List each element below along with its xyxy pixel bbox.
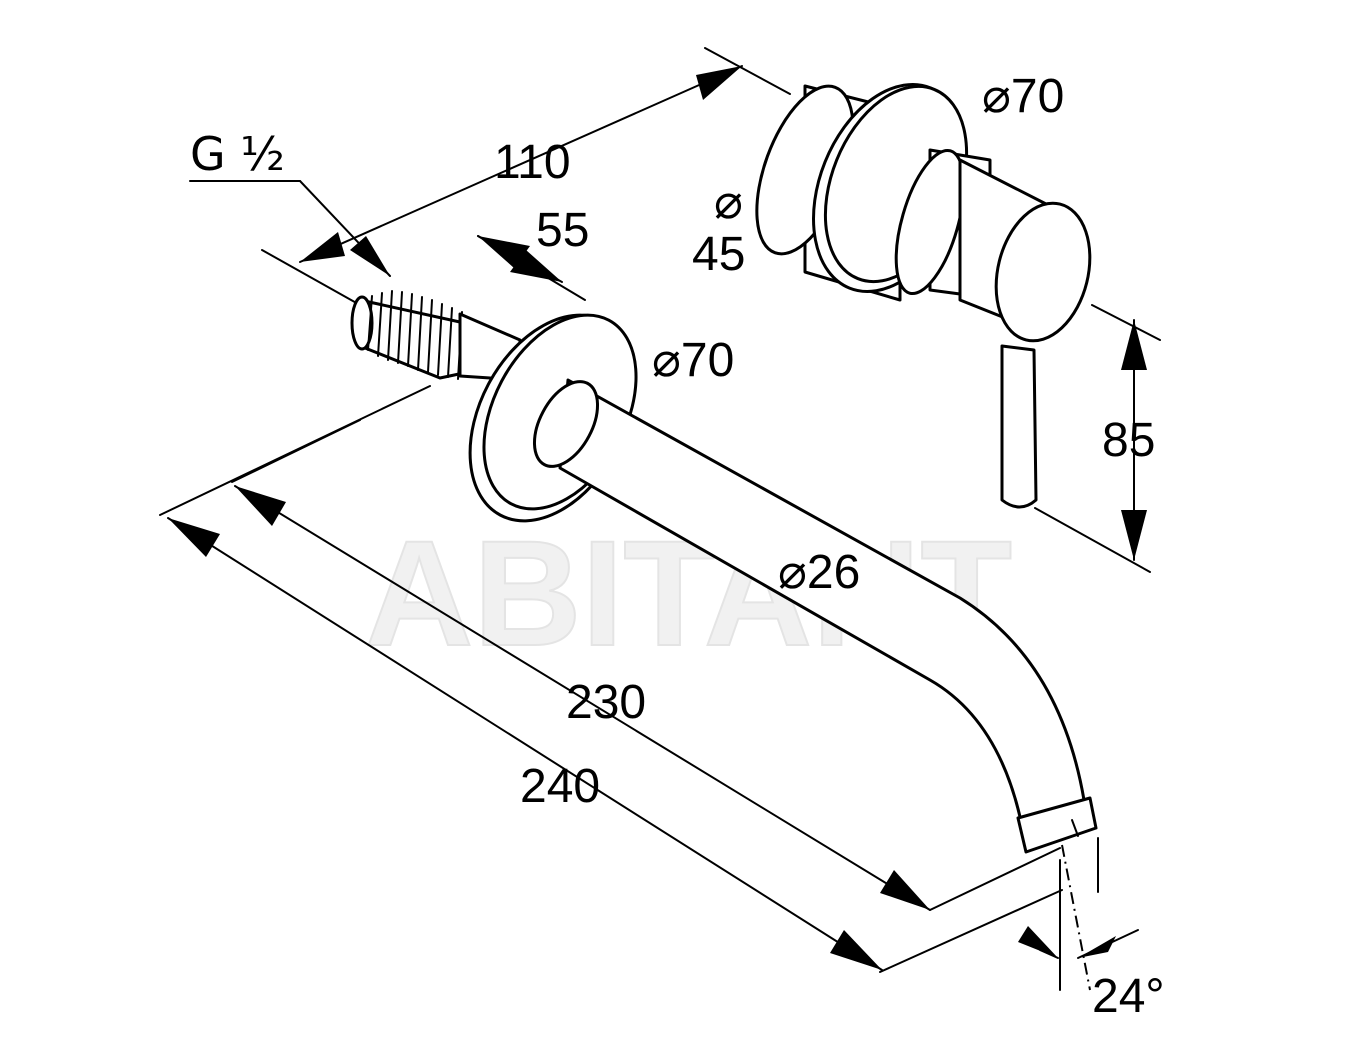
thread-label: G ½ [190,127,285,181]
extension-lines [159,47,1161,991]
dim-projection-240: 240 [520,760,600,813]
dim-depth-110: 110 [494,136,571,189]
dim-body-dia-symbol: ⌀ [714,176,743,229]
dim-spout-dia-26: ⌀26 [778,546,860,599]
height-dimension-line [1121,319,1147,561]
dim-thread-55: 55 [536,204,589,257]
dimension-labels: G ½ 110 55 ⌀70 ⌀ 45 ⌀70 85 ⌀26 230 240 2… [190,70,1165,1023]
dim-angle-24: 24° [1092,970,1165,1023]
thread-dimension-line [477,235,563,283]
spout-assembly [350,290,1098,854]
dim-body-dia-45: 45 [692,228,745,281]
dim-projection-230: 230 [566,676,646,729]
projection-230-line [234,485,931,911]
depth-dimension-line [299,65,743,263]
thread-leader [189,180,391,277]
dim-spout-rosette-70: ⌀70 [652,334,734,387]
projection-240-line [167,517,883,971]
dim-handle-85: 85 [1102,414,1155,467]
mixer-assembly [755,82,1092,509]
angle-dimension [1018,844,1139,991]
dim-mixer-dia-70: ⌀70 [982,70,1064,123]
